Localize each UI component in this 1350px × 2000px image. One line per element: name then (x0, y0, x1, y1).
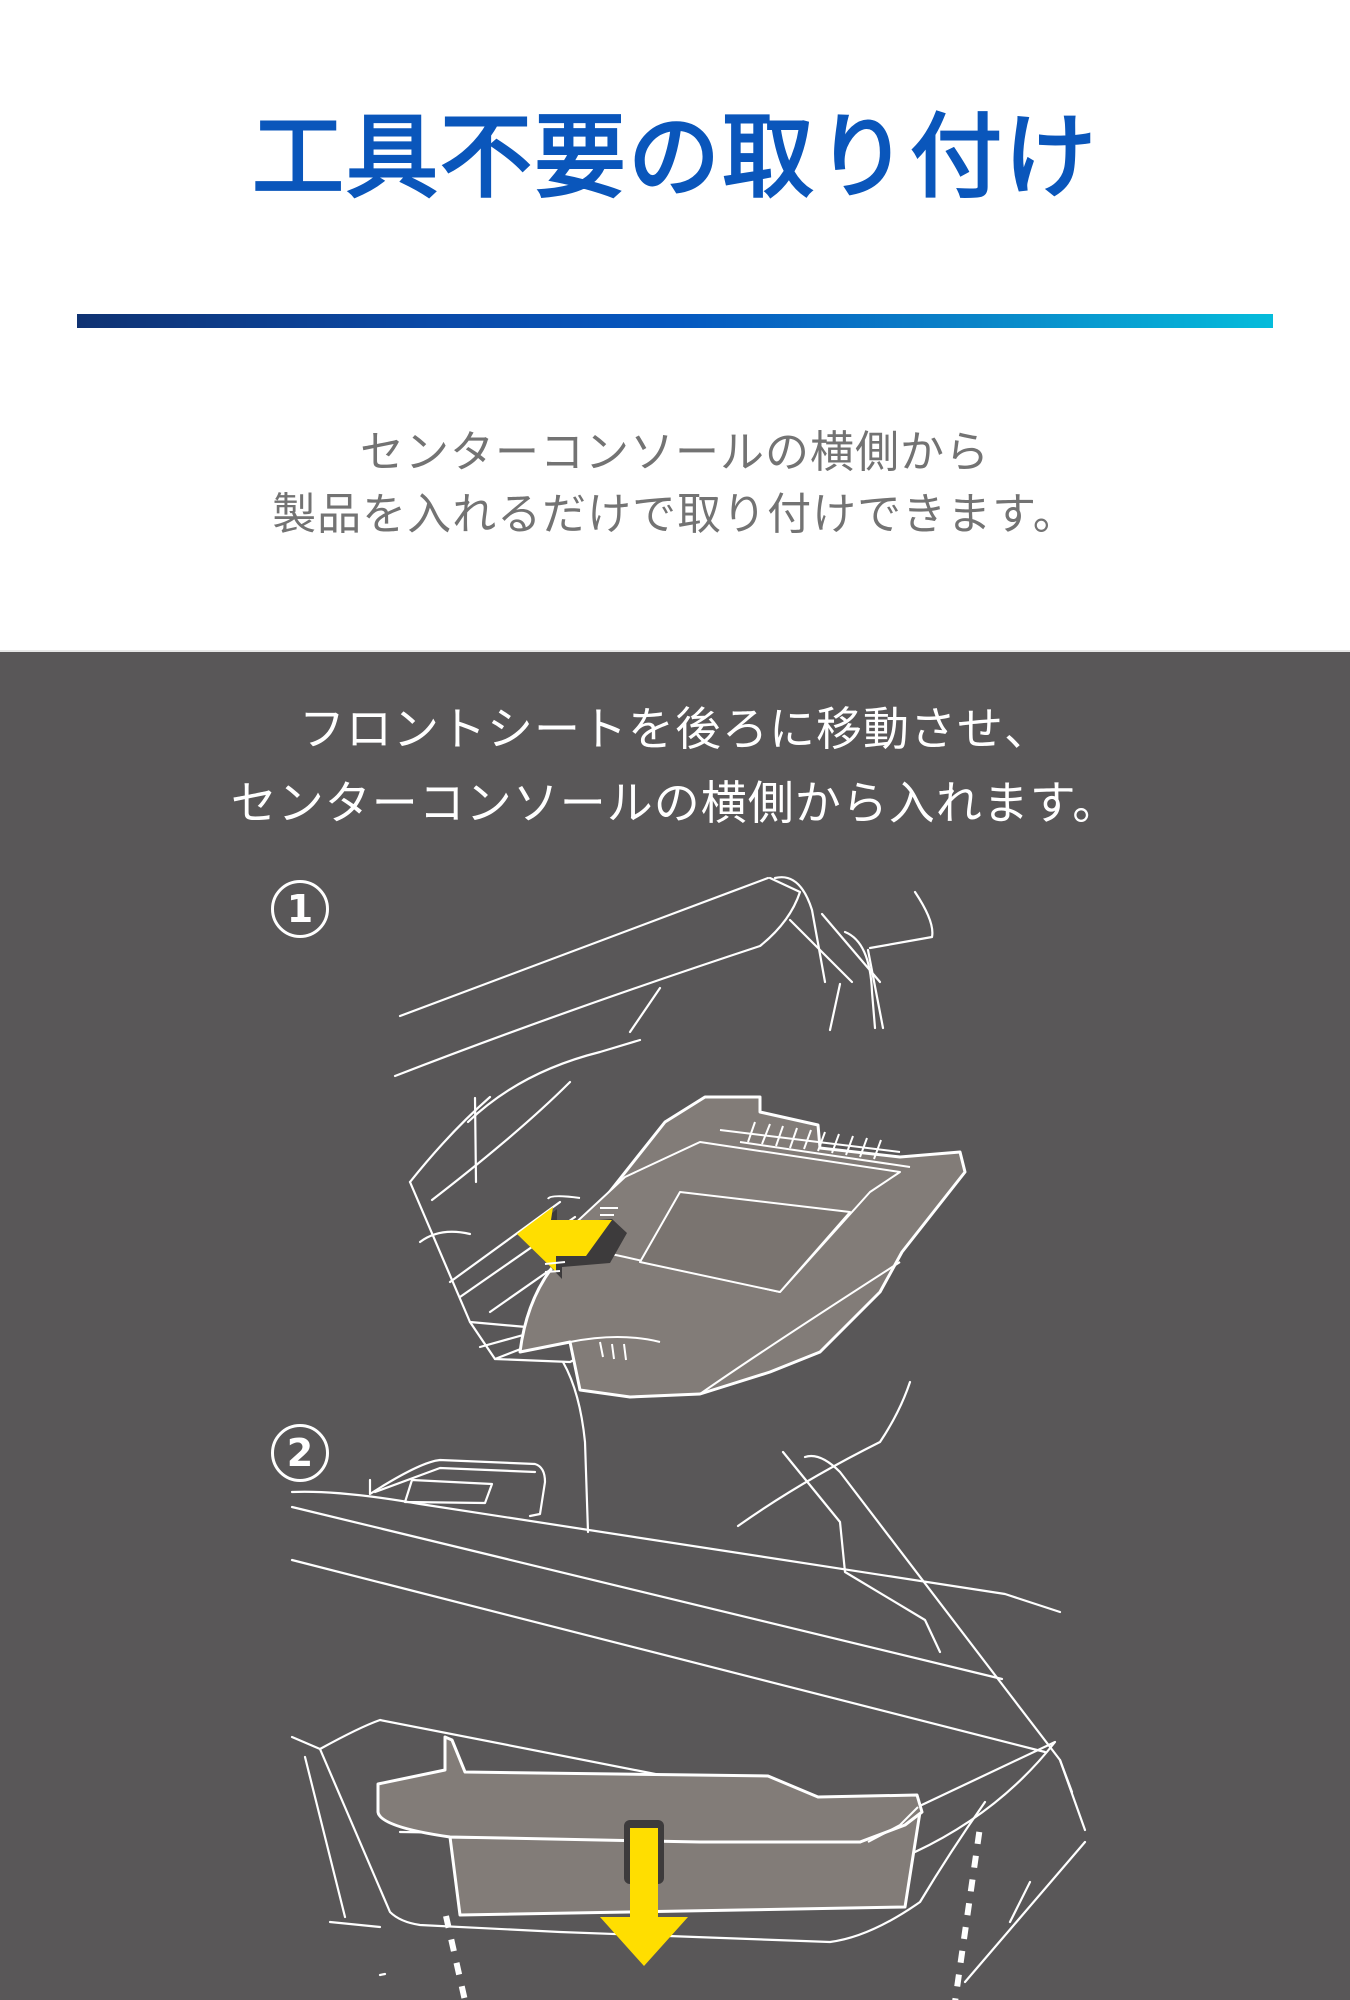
intro-line-1: センターコンソールの横側から (360, 427, 990, 478)
instruction-text: フロントシートを後ろに移動させ、 センターコンソールの横側から入れます。 (0, 692, 1350, 840)
step-1-number-badge: 1 (271, 880, 329, 938)
header-section: 工具不要の取り付け センターコンソールの横側から 製品を入れるだけで取り付けでき… (0, 0, 1350, 650)
instruction-line-2: センターコンソールの横側から入れます。 (230, 776, 1120, 830)
step-1-illustration (393, 876, 967, 1534)
instruction-section: フロントシートを後ろに移動させ、 センターコンソールの横側から入れます。 (0, 650, 1350, 2000)
gradient-divider (77, 314, 1273, 328)
arrow-down-icon (600, 1820, 688, 1966)
intro-text: センターコンソールの横側から 製品を入れるだけで取り付けできます。 (0, 422, 1350, 546)
instruction-line-1: フロントシートを後ろに移動させ、 (299, 702, 1051, 756)
step-2-number-badge: 2 (271, 1424, 329, 1482)
step-2-illustration (290, 1450, 1087, 2000)
page-title: 工具不要の取り付け (251, 104, 1098, 211)
intro-line-2: 製品を入れるだけで取り付けできます。 (272, 489, 1078, 540)
arrow-left-icon (517, 1195, 627, 1279)
